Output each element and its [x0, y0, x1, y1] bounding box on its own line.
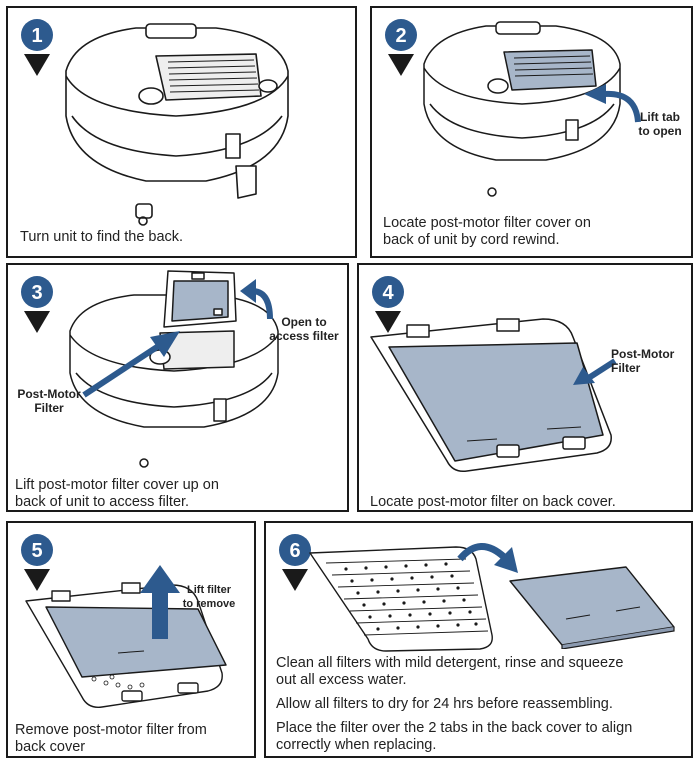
filter-pointer-arrow: [82, 331, 180, 398]
vacuum-unit-illustration: [423, 21, 621, 197]
lift-tab-callout: Lift tab to open: [628, 110, 691, 138]
step-4-panel: 4 Post-Motor Filter Locate post-motor fi…: [357, 263, 693, 512]
step-number: 5: [31, 540, 42, 562]
step-number-badge: 6: [279, 534, 311, 591]
filter-pad-illustration: [509, 566, 675, 649]
step-6-panel: 6 Clean a: [264, 521, 693, 758]
instruction-paragraph: Place the filter over the 2 tabs in the …: [276, 720, 688, 754]
caption-line: Remove post-motor filter from: [15, 722, 207, 738]
instruction-line: Place the filter over the 2 tabs in the …: [276, 720, 633, 736]
instruction-paragraph: Allow all filters to dry for 24 hrs befo…: [276, 696, 688, 713]
step-number: 6: [289, 540, 300, 562]
caption-line: Locate post-motor filter cover on: [383, 215, 591, 231]
step-1-panel: 1 Turn unit to find the back.: [6, 6, 357, 258]
instruction-line: Allow all filters to dry for 24 hrs befo…: [276, 696, 613, 712]
callout-line: Post-Motor: [17, 387, 81, 401]
step-number-badge: 2: [385, 19, 417, 76]
post-motor-filter-callout: Post-Motor Filter: [611, 347, 691, 375]
instruction-line: out all excess water.: [276, 672, 407, 688]
back-cover-illustration: [370, 318, 612, 473]
post-motor-filter-callout: Post-Motor Filter: [10, 387, 88, 415]
instruction-line: Clean all filters with mild detergent, r…: [276, 655, 624, 671]
step-number-badge: 3: [21, 276, 53, 333]
step-number-badge: 1: [21, 19, 53, 76]
remove-filter-illustration: [25, 582, 227, 708]
lift-arrow: [584, 84, 641, 123]
caption-line: back of unit to access filter.: [15, 494, 190, 510]
caption-line: back cover: [15, 739, 86, 755]
step-3-panel: 3 Open to access filter Post-Motor Filte…: [6, 263, 349, 512]
step-number-badge: 4: [372, 276, 404, 333]
cleaning-instructions: Clean all filters with mild detergent, r…: [276, 655, 688, 754]
open-cover-callout: Open to access filter: [256, 315, 347, 343]
step-number: 2: [395, 25, 406, 47]
caption-line: Locate post-motor filter on back cover.: [370, 494, 616, 510]
step-caption: Lift post-motor filter cover up on back …: [15, 477, 219, 510]
instruction-paragraph: Clean all filters with mild detergent, r…: [276, 655, 688, 689]
lift-up-arrow: [140, 565, 180, 639]
step-caption: Locate post-motor filter on back cover.: [370, 494, 616, 510]
caption-line: Turn unit to find the back.: [20, 229, 184, 245]
instruction-line: correctly when replacing.: [276, 737, 437, 753]
callout-line: to open: [638, 124, 682, 138]
callout-line: Filter: [611, 361, 641, 375]
caption-line: back of unit by cord rewind.: [383, 232, 560, 248]
callout-line: Post-Motor: [611, 347, 675, 361]
step-2-panel: 2 Lift tab to open Locate post-motor fil…: [370, 6, 693, 258]
filter-grille-illustration: [309, 546, 493, 652]
step-caption: Locate post-motor filter cover on back o…: [383, 215, 591, 249]
move-filter-arrow: [457, 543, 518, 573]
step-caption: Turn unit to find the back.: [20, 229, 183, 246]
step-number: 3: [31, 282, 42, 304]
vacuum-unit-illustration: [65, 23, 289, 226]
callout-line: access filter: [269, 329, 339, 343]
callout-line: Open to: [281, 315, 327, 329]
vacuum-open-cover-illustration: [69, 270, 279, 468]
filter-pointer-arrow: [573, 358, 617, 385]
step-5-panel: 5 Lift filter to remove Remove post-moto…: [6, 521, 256, 758]
open-arrow: [240, 279, 273, 320]
callout-line: Lift tab: [640, 110, 680, 124]
step-number-badge: 5: [21, 534, 53, 591]
caption-line: Lift post-motor filter cover up on: [15, 477, 219, 493]
callout-line: Lift filter: [187, 584, 231, 596]
step-caption: Remove post-motor filter from back cover: [15, 722, 207, 756]
lift-filter-callout: Lift filter to remove: [174, 583, 244, 611]
callout-line: to remove: [182, 598, 236, 610]
callout-line: Filter: [34, 401, 64, 415]
step-number: 4: [382, 282, 394, 304]
step-number: 1: [31, 25, 42, 47]
